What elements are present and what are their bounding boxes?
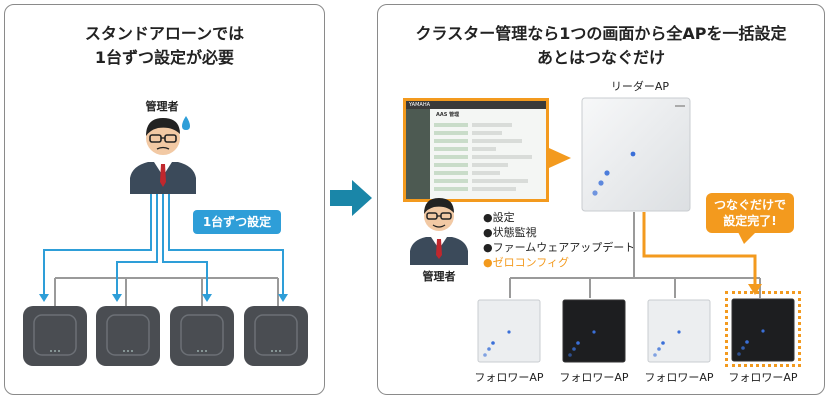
- follower-ap-2: [562, 299, 626, 363]
- follower-ap-4: [731, 298, 795, 362]
- feature-item: ●ファームウェアアップデート: [483, 241, 636, 254]
- one-by-one-callout: 1台ずつ設定: [193, 210, 281, 234]
- standalone-ap-2: [96, 306, 160, 366]
- feature-item: ●状態監視: [483, 226, 537, 239]
- follower-ap-3: [647, 299, 711, 363]
- cluster-network-lines: [509, 212, 762, 298]
- follower-ap-1: [477, 299, 541, 363]
- screen-heading: AAS 管理: [436, 112, 460, 118]
- leader-ap-label: リーダーAP: [610, 80, 670, 93]
- follower-ap-label: フォロワーAP: [728, 371, 798, 384]
- callout-pointer-icon: [738, 232, 756, 244]
- connect-complete-callout: つなぐだけで 設定完了!: [706, 193, 794, 233]
- new-ap-highlight: [725, 291, 801, 367]
- follower-ap-label: フォロワーAP: [559, 371, 629, 384]
- standalone-admin-label: 管理者: [145, 100, 179, 113]
- sweat-drop-icon: [182, 116, 190, 130]
- transition-arrow-icon: [330, 180, 372, 216]
- admin-person-icon: [130, 116, 196, 194]
- standalone-title-line2: 1台ずつ設定が必要: [94, 48, 235, 67]
- standalone-ap-4: [244, 306, 308, 366]
- standalone-ap-3: [170, 306, 234, 366]
- cluster-title-line1: クラスター管理なら1つの画面から全APを一括設定: [415, 24, 787, 43]
- cluster-admin-label: 管理者: [422, 270, 456, 283]
- standalone-ap-1: [23, 306, 87, 366]
- follower-ap-label: フォロワーAP: [474, 371, 544, 384]
- screen-pointer-icon: [549, 148, 571, 168]
- feature-item: ●設定: [483, 211, 515, 224]
- feature-item-highlight: ●ゼロコンフィグ: [483, 256, 570, 269]
- standalone-title-line1: スタンドアローンでは: [84, 24, 245, 43]
- cluster-admin-person-icon: [410, 198, 468, 265]
- leader-ap: [581, 97, 691, 212]
- feature-list: ●設定 ●状態監視 ●ファームウェアアップデート ●ゼロコンフィグ: [483, 210, 635, 270]
- follower-ap-label: フォロワーAP: [644, 371, 714, 384]
- callout-line2: 設定完了!: [723, 214, 777, 228]
- cluster-title-line2: あとはつなぐだけ: [536, 48, 665, 67]
- callout-line1: つなぐだけで: [713, 198, 786, 212]
- screen-brand: YAMAHA: [409, 102, 431, 108]
- management-screen: YAMAHA AAS 管理: [403, 98, 549, 202]
- standalone-config-lines: [39, 194, 288, 306]
